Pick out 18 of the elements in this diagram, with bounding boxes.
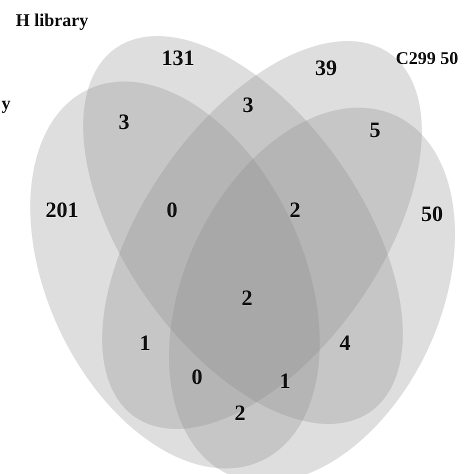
count-label: 50 (421, 203, 443, 225)
set-name: H library (16, 11, 88, 29)
count-label: 1 (280, 370, 290, 392)
set-name: y (2, 94, 10, 112)
count-label: 4 (340, 332, 350, 354)
count-label: 5 (370, 119, 380, 141)
count-label: 3 (118, 111, 130, 133)
count-label: 2 (242, 287, 252, 309)
count-label: 201 (46, 199, 78, 221)
count-label: 0 (192, 366, 202, 388)
set-name: C299 50 (396, 49, 458, 67)
count-label: 2 (234, 402, 246, 424)
count-label: 0 (166, 199, 178, 221)
count-label: 2 (290, 199, 300, 221)
count-label: 39 (315, 57, 337, 79)
count-label: 1 (140, 332, 150, 354)
count-label: 131 (162, 47, 194, 69)
count-label: 3 (242, 94, 254, 116)
